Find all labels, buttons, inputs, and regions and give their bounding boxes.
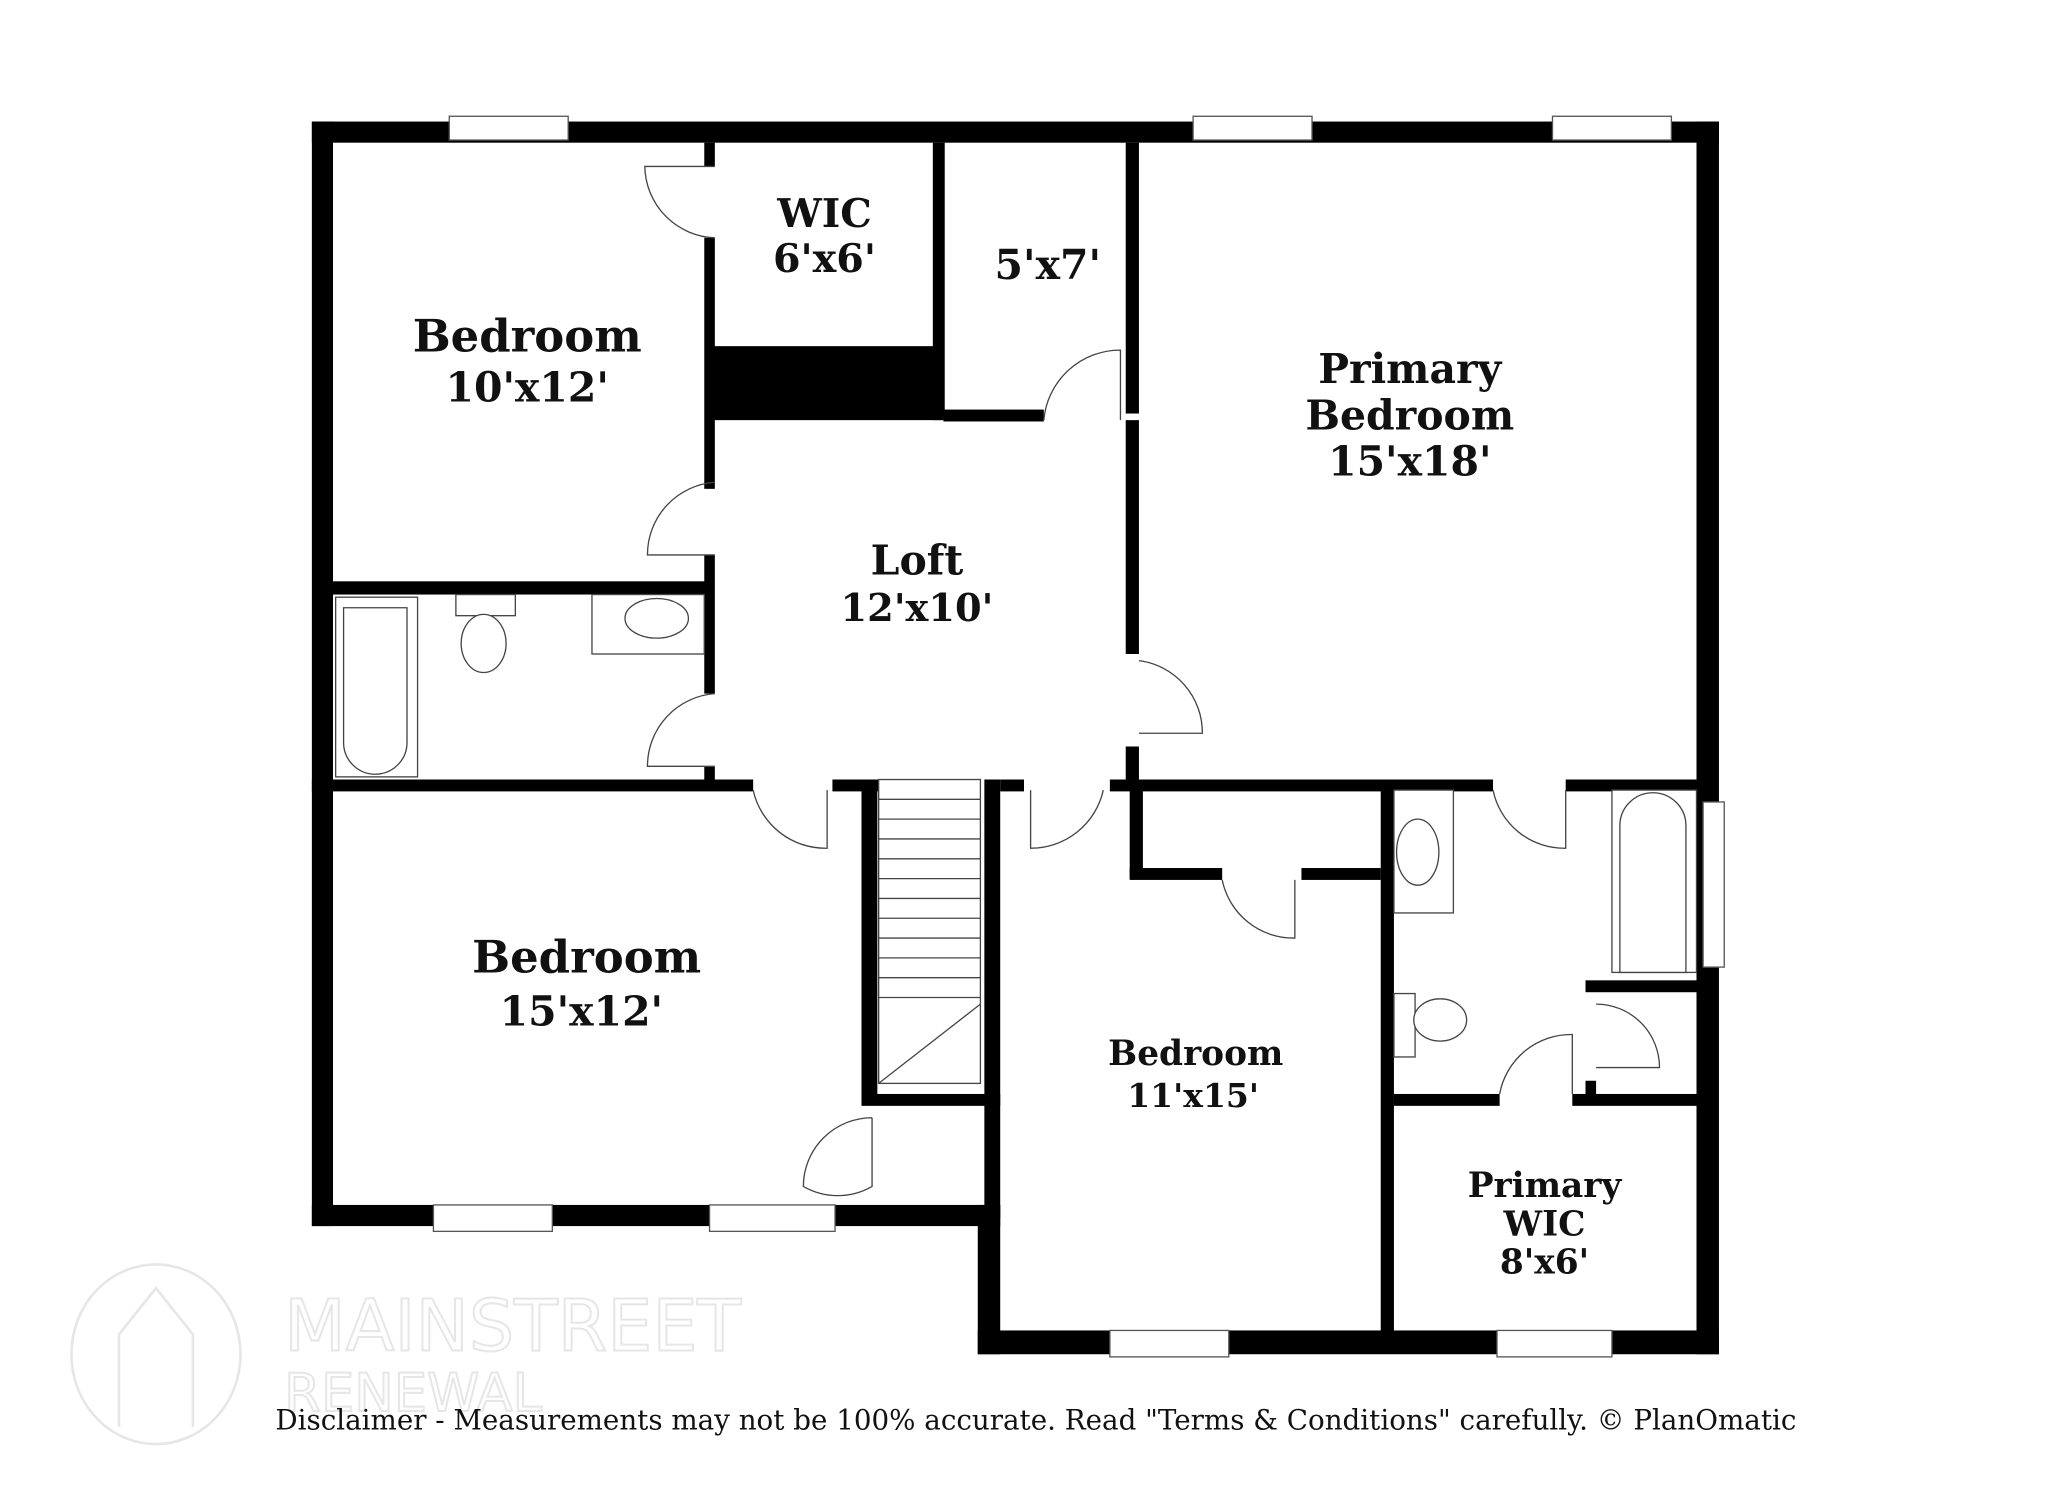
room-size: 15'x12' bbox=[500, 987, 663, 1035]
room-bedroom-11x15: Bedroom 11'x15' bbox=[1108, 1034, 1283, 1115]
room-size: 12'x10' bbox=[841, 586, 994, 631]
watermark-logo: MAINSTREET RENEWAL bbox=[70, 1263, 742, 1446]
room-closet-5x7: 5'x7' bbox=[995, 241, 1101, 289]
watermark-line2: RENEWAL bbox=[284, 1363, 542, 1424]
doors bbox=[644, 165, 1661, 1197]
watermark-line1: MAINSTREET bbox=[284, 1284, 741, 1367]
room-name-line2: WIC bbox=[1503, 1204, 1586, 1244]
room-name: WIC bbox=[776, 191, 872, 237]
room-name-line1: Primary bbox=[1318, 345, 1502, 393]
room-loft: Loft 12'x10' bbox=[841, 537, 994, 631]
room-primary-wic: Primary WIC 8'x6' bbox=[1468, 1166, 1623, 1283]
room-wic: WIC 6'x6' bbox=[773, 191, 876, 282]
room-name: Bedroom bbox=[1108, 1034, 1283, 1074]
room-size: 6'x6' bbox=[773, 236, 876, 282]
room-labels: Bedroom 10'x12' WIC 6'x6' 5'x7' Primary … bbox=[413, 191, 1623, 1282]
room-primary-bedroom: Primary Bedroom 15'x18' bbox=[1305, 345, 1514, 485]
room-size: 11'x15' bbox=[1127, 1076, 1259, 1115]
room-size: 5'x7' bbox=[995, 241, 1101, 289]
room-bedroom-10x12: Bedroom 10'x12' bbox=[413, 309, 642, 411]
fixtures bbox=[334, 593, 1698, 1058]
room-bedroom-15x12: Bedroom 15'x12' bbox=[472, 930, 701, 1035]
room-name: Bedroom bbox=[413, 309, 642, 362]
stairs bbox=[878, 778, 982, 1085]
room-size: 8'x6' bbox=[1500, 1243, 1589, 1283]
windows bbox=[432, 115, 1725, 1358]
room-name: Loft bbox=[871, 537, 964, 585]
room-size: 10'x12' bbox=[446, 364, 609, 412]
room-name: Bedroom bbox=[472, 930, 701, 983]
room-size: 15'x18' bbox=[1328, 438, 1491, 486]
room-name-line1: Primary bbox=[1468, 1166, 1623, 1206]
room-name-line2: Bedroom bbox=[1305, 391, 1514, 439]
disclaimer: Disclaimer - Measurements may not be 100… bbox=[275, 1404, 1796, 1437]
